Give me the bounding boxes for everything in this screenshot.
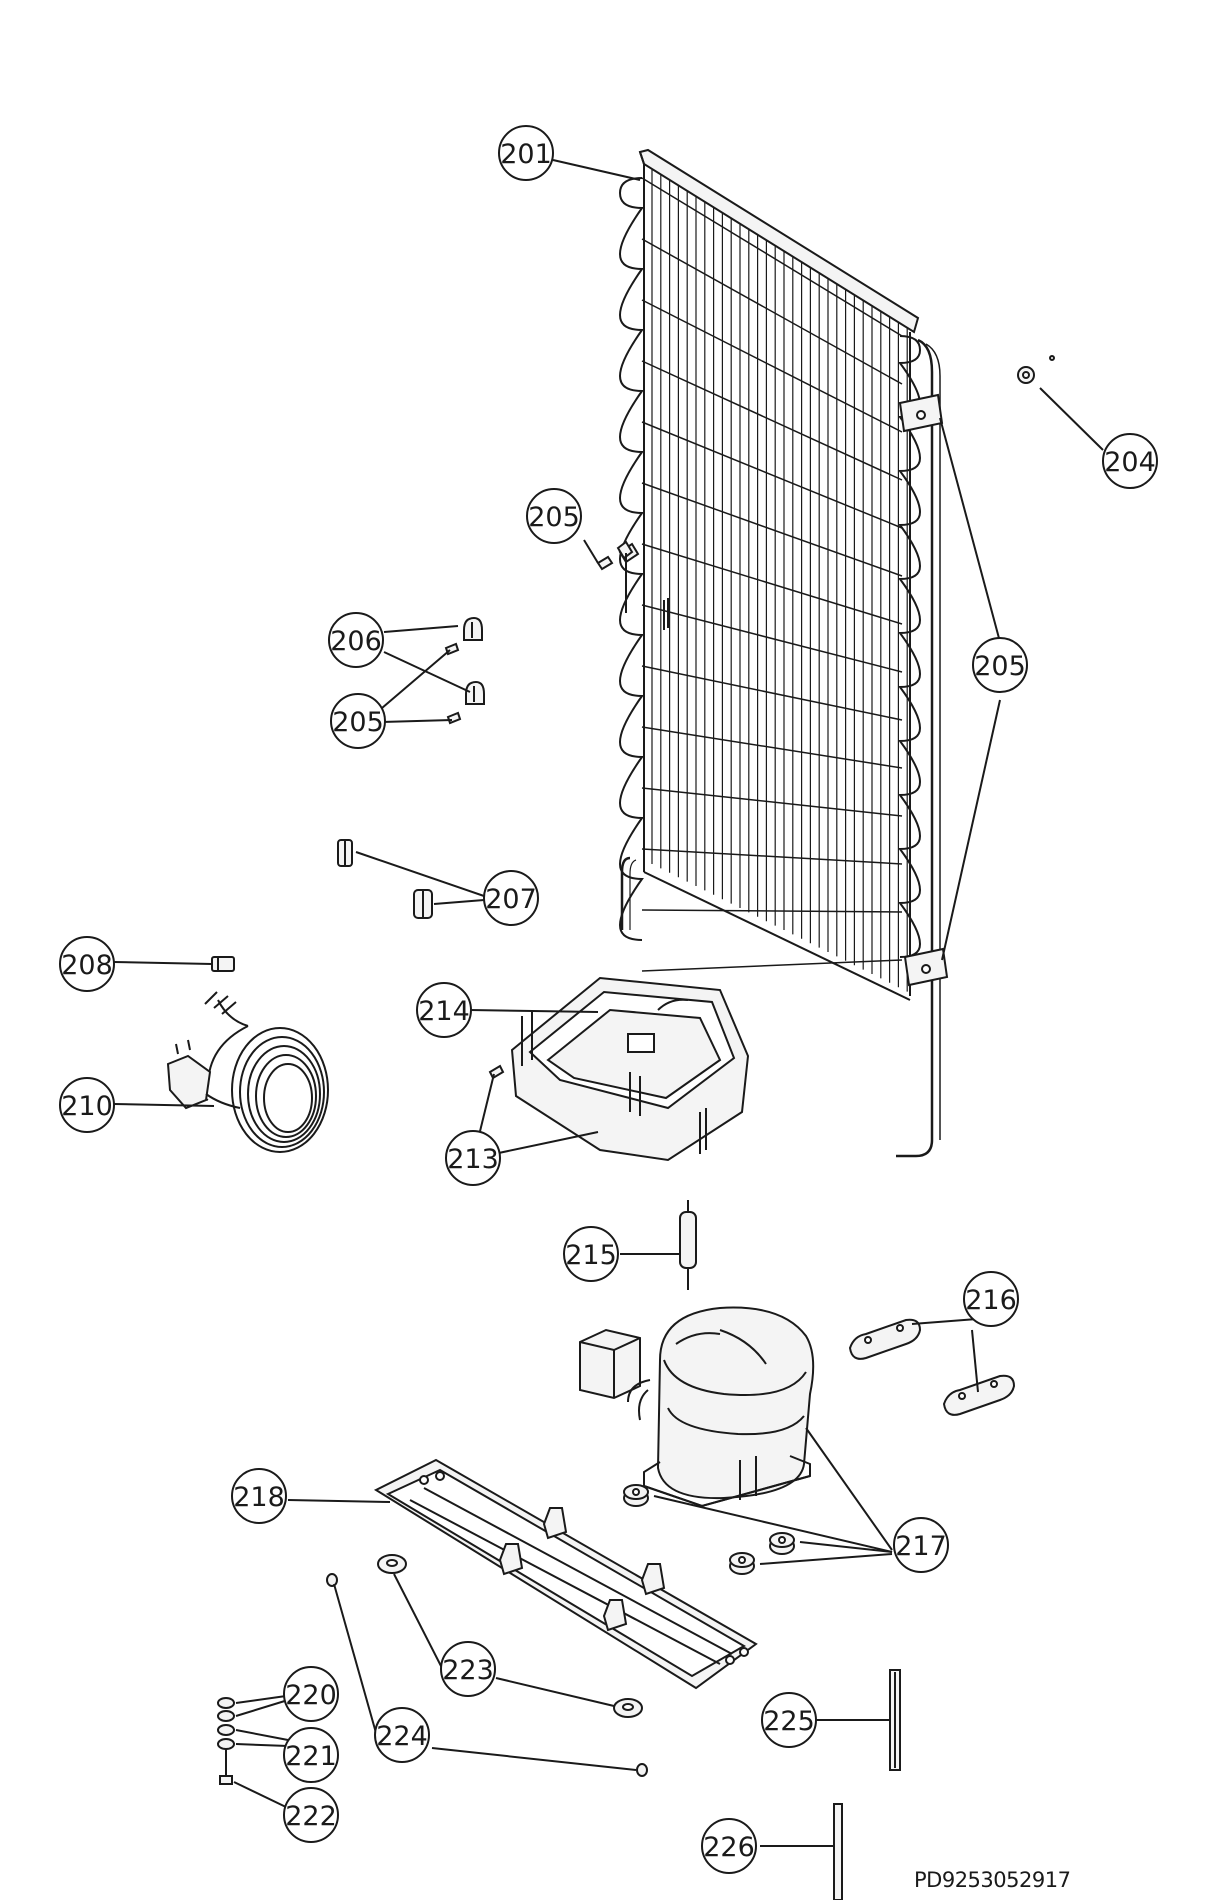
part-214-drip-tray: [510, 976, 750, 1162]
callout-226: 226: [701, 1818, 757, 1874]
svg-text:224: 224: [376, 1721, 428, 1752]
svg-text:208: 208: [61, 950, 113, 981]
svg-text:223: 223: [442, 1655, 494, 1686]
callout-221: 221: [283, 1727, 339, 1783]
callout-205-left: 205: [330, 693, 386, 749]
callout-210: 210: [59, 1077, 115, 1133]
part-226-tube: [833, 1803, 843, 1900]
part-216-clip-top: [848, 1318, 922, 1360]
condenser-part-201: [618, 148, 941, 1158]
callout-223: 223: [440, 1641, 496, 1697]
svg-text:216: 216: [965, 1285, 1017, 1316]
svg-text:205: 205: [332, 707, 384, 738]
callout-217: 217: [893, 1517, 949, 1573]
callout-205-upper: 205: [526, 488, 582, 544]
part-206-clip-lower: [465, 680, 485, 705]
part-205-clamp-top: [898, 393, 944, 433]
part-206-clip-upper: [463, 616, 483, 641]
svg-text:225: 225: [763, 1706, 815, 1737]
leader-lines: [113, 159, 1104, 1847]
callout-222: 222: [283, 1787, 339, 1843]
callout-216: 216: [963, 1271, 1019, 1327]
part-217-grommet-b: [769, 1532, 795, 1555]
part-213-screw-upper: [488, 1064, 505, 1080]
callout-labels: 201 204 205 205 205 206 207 208: [59, 125, 1158, 1874]
callout-206: 206: [328, 612, 384, 668]
svg-text:217: 217: [895, 1531, 947, 1562]
svg-text:210: 210: [61, 1091, 113, 1122]
svg-text:214: 214: [418, 996, 470, 1027]
part-225-tube: [889, 1669, 901, 1771]
callout-220: 220: [283, 1666, 339, 1722]
svg-text:205: 205: [528, 502, 580, 533]
part-217-grommet-c: [729, 1552, 755, 1575]
part-207-bushing-bottom: [413, 889, 433, 919]
part-218-base-plate: [373, 1458, 758, 1690]
callout-213: 213: [445, 1130, 501, 1186]
svg-text:215: 215: [565, 1240, 617, 1271]
svg-text:226: 226: [703, 1832, 755, 1863]
part-223-washer-bottom: [613, 1698, 643, 1718]
svg-text:204: 204: [1104, 447, 1156, 478]
part-207-bushing-top: [337, 839, 353, 867]
callout-201: 201: [498, 125, 554, 181]
part-205-clamp-bottom: [903, 947, 949, 987]
part-215-filter-drier: [679, 1200, 697, 1290]
part-208-connector: [211, 956, 235, 972]
svg-text:201: 201: [500, 139, 552, 170]
part-220-222-bolt-stack: [217, 1697, 235, 1785]
part-224-nut-top: [326, 1573, 338, 1587]
part-223-washer-top: [377, 1554, 407, 1574]
callout-207: 207: [483, 870, 539, 926]
svg-text:221: 221: [285, 1741, 337, 1772]
callout-214: 214: [416, 982, 472, 1038]
part-205-screw-lower-left: [446, 711, 462, 725]
part-217-grommet-a: [623, 1484, 649, 1507]
callout-215: 215: [563, 1226, 619, 1282]
callout-225: 225: [761, 1692, 817, 1748]
document-code: PD9253052917: [914, 1868, 1071, 1892]
svg-text:220: 220: [285, 1680, 337, 1711]
callout-224: 224: [374, 1707, 430, 1763]
part-217-compressor: [579, 1306, 815, 1508]
callout-205-right: 205: [972, 637, 1028, 693]
svg-text:206: 206: [330, 626, 382, 657]
svg-text:205: 205: [974, 651, 1026, 682]
callout-218: 218: [231, 1468, 287, 1524]
svg-text:207: 207: [485, 884, 537, 915]
callout-208: 208: [59, 936, 115, 992]
callout-204: 204: [1102, 433, 1158, 489]
svg-text:222: 222: [285, 1801, 337, 1832]
part-204-grommet: [1017, 355, 1055, 384]
part-205-screw-upper: [596, 540, 634, 613]
svg-text:218: 218: [233, 1482, 285, 1513]
part-224-nut-bottom: [636, 1763, 648, 1777]
svg-text:213: 213: [447, 1144, 499, 1175]
part-216-clip-bottom: [942, 1374, 1016, 1416]
part-210-power-cord: [166, 991, 329, 1153]
parts-drawings: [166, 355, 1055, 1900]
